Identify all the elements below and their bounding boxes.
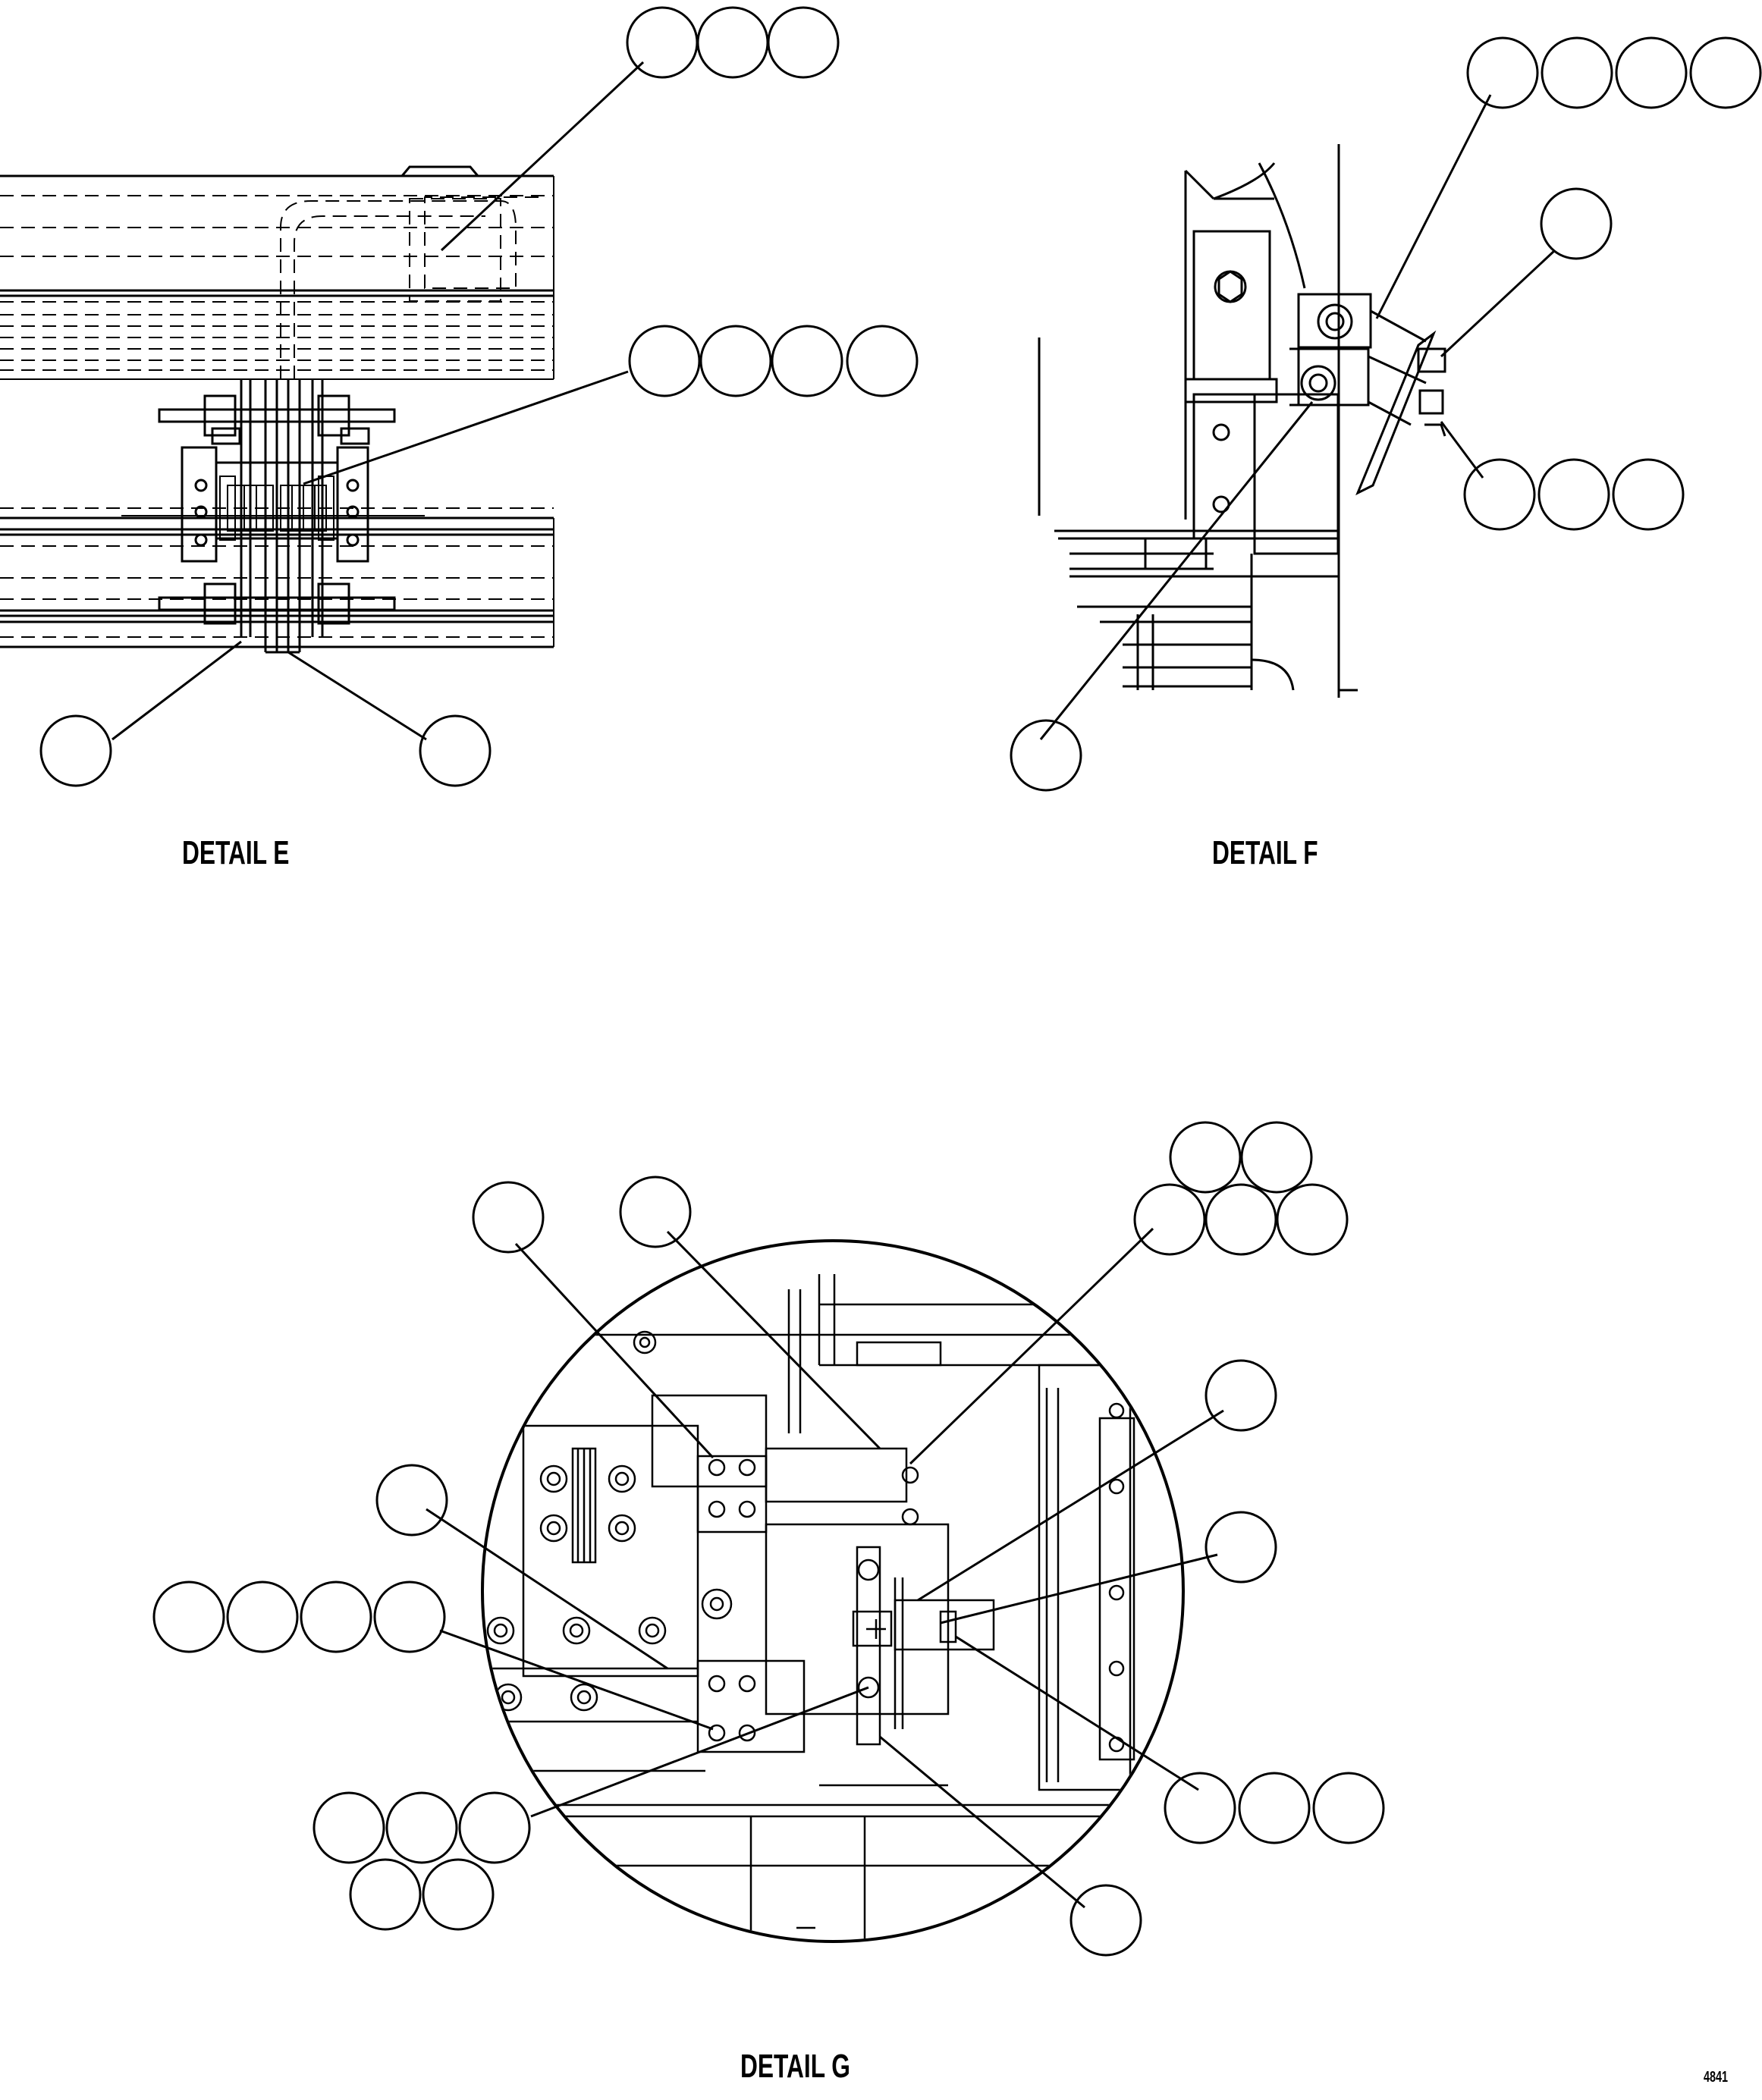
detail-e-title: DETAIL E [182,834,290,871]
detail-g-drawing [152,1121,1385,1957]
detail-e-drawing [0,6,919,787]
detail-f-drawing [1010,36,1762,792]
detail-f-title: DETAIL F [1212,834,1318,871]
detail-g-title: DETAIL G [740,2048,850,2085]
sheet-id: 4841 [1704,2069,1729,2086]
